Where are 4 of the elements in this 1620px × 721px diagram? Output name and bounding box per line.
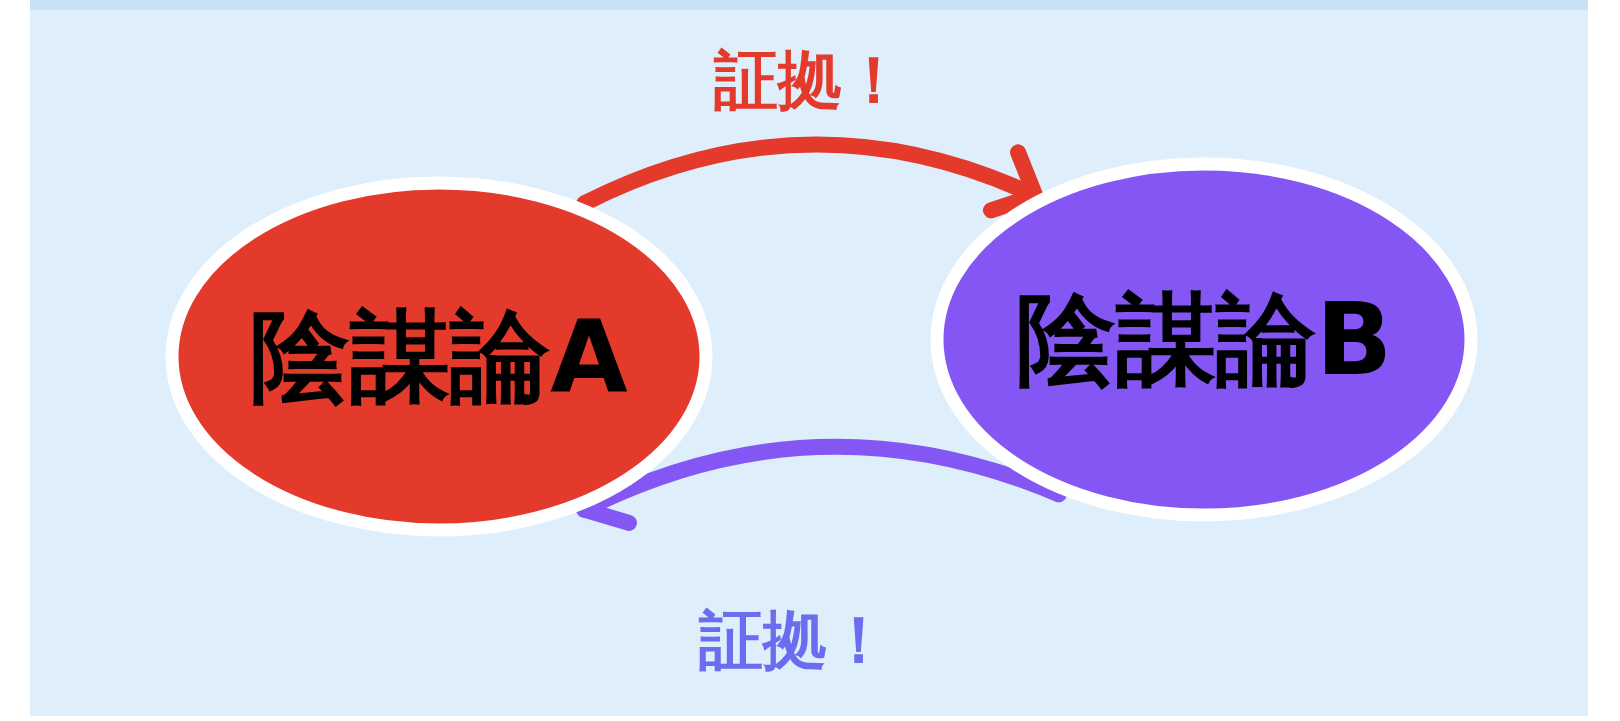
curved-arrow bbox=[576, 438, 1067, 533]
curved-arrow bbox=[576, 136, 1044, 220]
node-label: 陰謀論B bbox=[1014, 284, 1394, 395]
node-label: 陰謀論A bbox=[249, 301, 629, 412]
